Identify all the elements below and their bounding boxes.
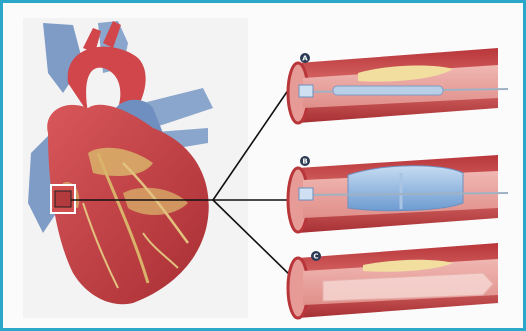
catheter-tip-b bbox=[299, 188, 313, 200]
step-b-vessel: B bbox=[288, 155, 508, 233]
step-b-label: B bbox=[302, 158, 307, 166]
angioplasty-diagram: A B C bbox=[3, 3, 523, 328]
step-c-label: C bbox=[313, 253, 318, 261]
step-a-label: A bbox=[302, 55, 308, 63]
inflated-balloon-b bbox=[348, 166, 463, 211]
step-c-vessel: C bbox=[288, 243, 498, 318]
catheter-tip-a bbox=[299, 85, 313, 97]
highlight-region-inner bbox=[55, 191, 71, 207]
heart-illustration bbox=[23, 18, 248, 318]
step-a-vessel: A bbox=[288, 48, 508, 123]
deflated-balloon-a bbox=[333, 86, 443, 95]
